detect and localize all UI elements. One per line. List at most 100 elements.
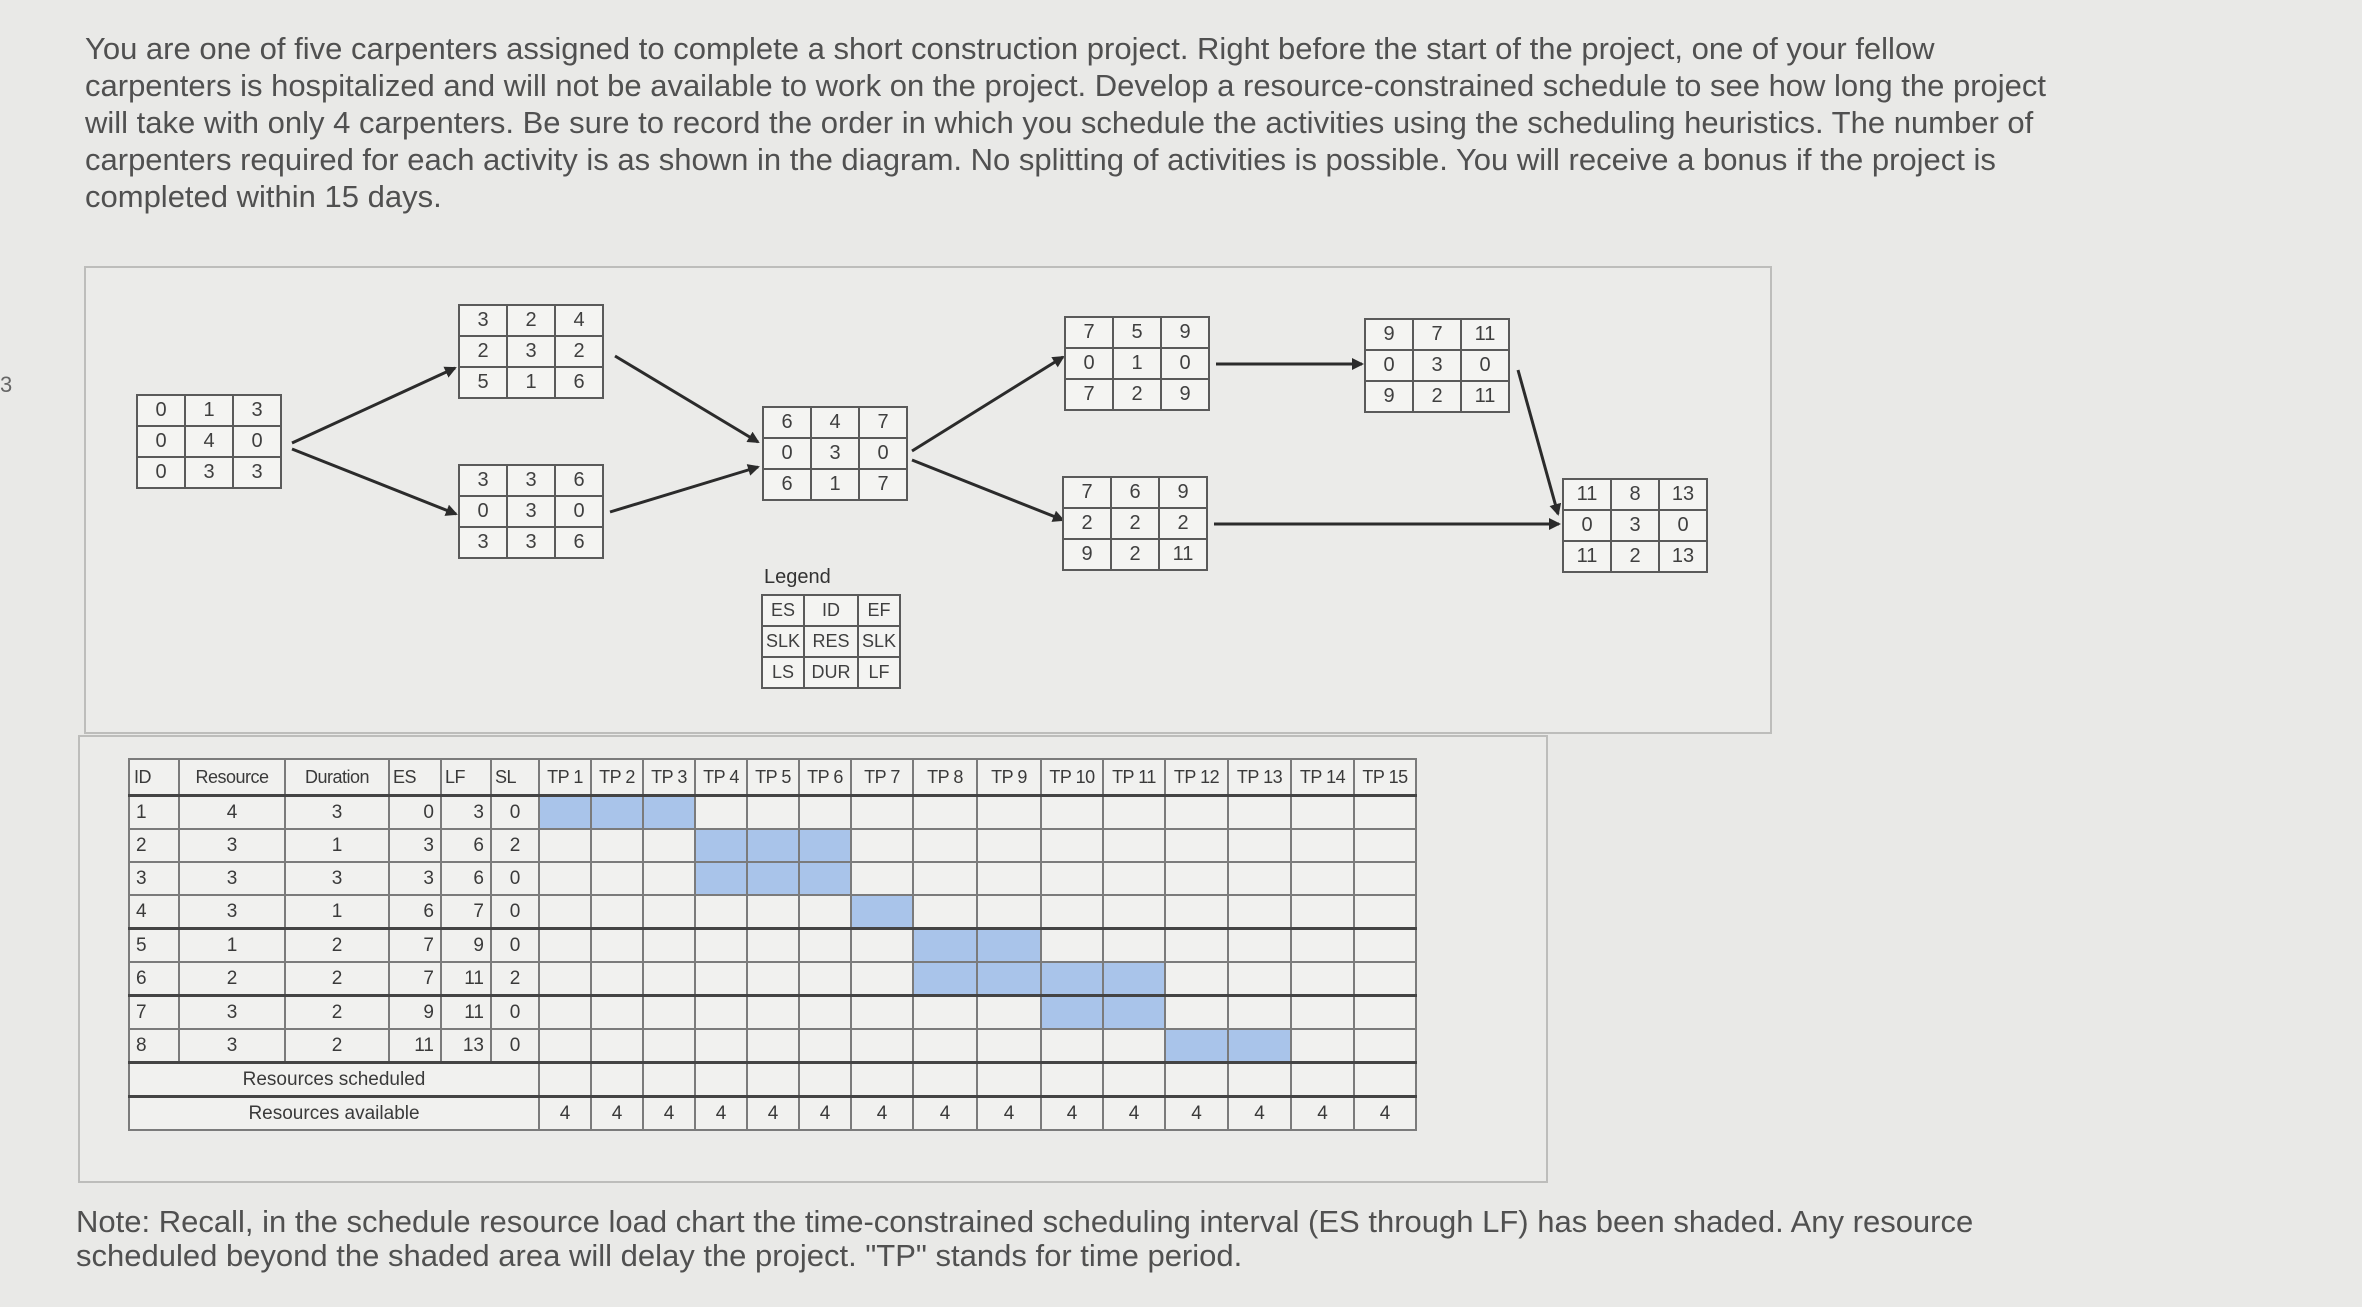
period-cell[interactable] [746,994,800,1030]
period-cell[interactable] [1353,994,1417,1030]
period-cell[interactable] [1353,927,1417,963]
period-cell[interactable] [590,861,644,896]
period-cell[interactable] [746,961,800,997]
period-cell[interactable] [1227,927,1292,963]
resources-scheduled-cell[interactable] [850,1061,914,1098]
period-cell[interactable] [746,861,800,896]
period-cell[interactable] [976,994,1042,1030]
period-cell[interactable] [642,1028,696,1064]
period-cell[interactable] [642,994,696,1030]
period-cell[interactable] [590,828,644,863]
period-cell[interactable] [1040,1028,1104,1064]
period-cell[interactable] [694,861,748,896]
period-cell[interactable] [912,861,978,896]
period-cell[interactable] [912,1028,978,1064]
period-cell[interactable] [1164,994,1229,1030]
period-cell[interactable] [1353,794,1417,830]
period-cell[interactable] [1290,794,1355,830]
period-cell[interactable] [798,894,852,930]
period-cell[interactable] [798,861,852,896]
period-cell[interactable] [590,927,644,963]
period-cell[interactable] [1164,861,1229,896]
resources-scheduled-cell[interactable] [538,1061,592,1098]
resources-scheduled-cell[interactable] [912,1061,978,1098]
period-cell[interactable] [1040,861,1104,896]
period-cell[interactable] [746,894,800,930]
period-cell[interactable] [538,794,592,830]
period-cell[interactable] [976,794,1042,830]
period-cell[interactable] [850,828,914,863]
period-cell[interactable] [538,961,592,997]
period-cell[interactable] [746,1028,800,1064]
period-cell[interactable] [850,861,914,896]
period-cell[interactable] [850,961,914,997]
period-cell[interactable] [1290,994,1355,1030]
period-cell[interactable] [912,894,978,930]
period-cell[interactable] [590,994,644,1030]
period-cell[interactable] [694,1028,748,1064]
period-cell[interactable] [976,894,1042,930]
period-cell[interactable] [1040,927,1104,963]
period-cell[interactable] [1102,994,1166,1030]
period-cell[interactable] [538,927,592,963]
resources-scheduled-cell[interactable] [746,1061,800,1098]
period-cell[interactable] [1227,894,1292,930]
period-cell[interactable] [694,828,748,863]
resources-scheduled-cell[interactable] [1040,1061,1104,1098]
period-cell[interactable] [850,794,914,830]
period-cell[interactable] [590,894,644,930]
period-cell[interactable] [1227,1028,1292,1064]
period-cell[interactable] [1290,1028,1355,1064]
period-cell[interactable] [746,794,800,830]
period-cell[interactable] [798,1028,852,1064]
resources-scheduled-cell[interactable] [694,1061,748,1098]
resources-scheduled-cell[interactable] [642,1061,696,1098]
resources-scheduled-cell[interactable] [1353,1061,1417,1098]
period-cell[interactable] [1164,894,1229,930]
period-cell[interactable] [976,1028,1042,1064]
period-cell[interactable] [538,1028,592,1064]
period-cell[interactable] [1164,1028,1229,1064]
period-cell[interactable] [1102,961,1166,997]
period-cell[interactable] [850,927,914,963]
period-cell[interactable] [1102,1028,1166,1064]
period-cell[interactable] [538,894,592,930]
period-cell[interactable] [912,828,978,863]
period-cell[interactable] [642,927,696,963]
period-cell[interactable] [1227,961,1292,997]
period-cell[interactable] [1040,994,1104,1030]
period-cell[interactable] [976,961,1042,997]
period-cell[interactable] [850,894,914,930]
resources-scheduled-cell[interactable] [590,1061,644,1098]
period-cell[interactable] [1040,961,1104,997]
period-cell[interactable] [746,828,800,863]
period-cell[interactable] [798,828,852,863]
period-cell[interactable] [746,927,800,963]
period-cell[interactable] [976,861,1042,896]
period-cell[interactable] [912,994,978,1030]
period-cell[interactable] [912,961,978,997]
period-cell[interactable] [976,927,1042,963]
period-cell[interactable] [1102,861,1166,896]
period-cell[interactable] [798,994,852,1030]
period-cell[interactable] [1164,961,1229,997]
period-cell[interactable] [694,894,748,930]
period-cell[interactable] [1227,861,1292,896]
period-cell[interactable] [694,927,748,963]
resources-scheduled-cell[interactable] [1164,1061,1229,1098]
period-cell[interactable] [1040,894,1104,930]
period-cell[interactable] [590,1028,644,1064]
period-cell[interactable] [1290,927,1355,963]
period-cell[interactable] [1164,828,1229,863]
period-cell[interactable] [1102,828,1166,863]
period-cell[interactable] [850,1028,914,1064]
period-cell[interactable] [1102,794,1166,830]
period-cell[interactable] [1227,828,1292,863]
period-cell[interactable] [1290,961,1355,997]
period-cell[interactable] [1040,828,1104,863]
period-cell[interactable] [1290,894,1355,930]
period-cell[interactable] [1353,828,1417,863]
period-cell[interactable] [1040,794,1104,830]
period-cell[interactable] [798,961,852,997]
period-cell[interactable] [694,794,748,830]
